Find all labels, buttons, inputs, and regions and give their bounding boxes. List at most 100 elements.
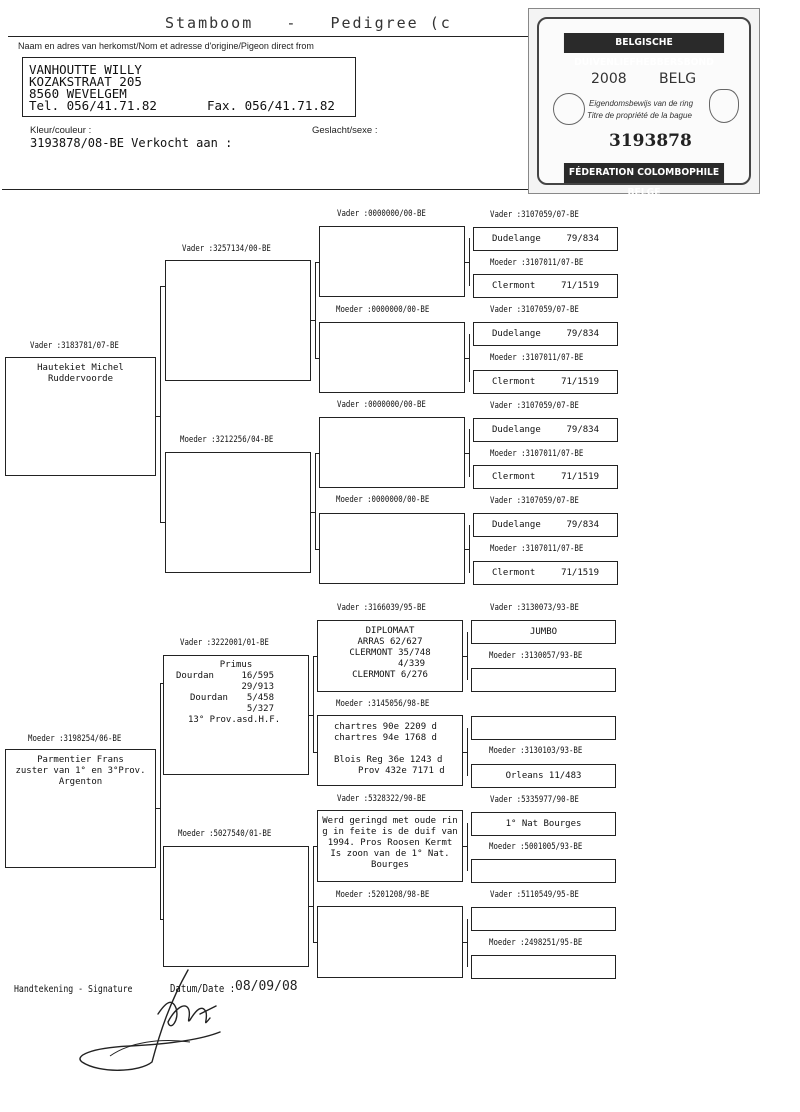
connector [313,942,317,943]
gen4-g7-moeder-box [471,859,616,883]
gen3-g7-line-1: Werd geringd met oude rin [322,816,458,826]
gen4-g8-moeder-box [471,955,616,979]
gen2-fm-label: Moeder :3212256/04-BE [180,435,274,445]
gen2-mf-result-4: 5/327 [246,704,274,714]
gen4-g5-vader-label: Vader :3130073/93-BE [490,603,579,613]
gen3-g6-label: Moeder :3145056/98-BE [336,699,430,709]
gen3-g4-box [319,513,465,584]
connector [160,683,165,684]
gen3-g3-box [319,417,465,488]
gen3-g2-label: Moeder :0000000/00-BE [336,305,430,315]
gen3-g3-label: Vader :0000000/00-BE [337,400,426,410]
origin-label: Naam en adres van herkomst/Nom et adress… [18,41,314,51]
gen1-mother-box: Parmentier Frans zuster van 1° en 3°Prov… [5,749,156,868]
gen4-g5-vader-box: JUMBO [471,620,616,644]
gen4-g5-vader-text: JUMBO [529,627,558,637]
page-title: Stamboom - Pedigree (c [165,14,452,32]
connector [465,453,469,454]
gen3-g5-line-5: CLERMONT 6/276 [352,670,428,680]
gen3-g8-label: Moeder :5201208/98-BE [336,890,430,900]
stamp-ring-number: 3193878 [609,131,692,151]
connector [313,656,317,657]
stamp-year: 2008 [591,71,627,87]
gen2-mf-title: Primus [219,660,253,670]
connector [467,632,468,680]
gen3-g2-box [319,322,465,393]
stamp-right-emblem-icon [709,89,739,123]
gen3-g1-box [319,226,465,297]
connector [313,846,317,847]
gen1-father-label: Vader :3183781/07-BE [30,341,119,351]
gen3-g7-label: Vader :5328322/90-BE [337,794,426,804]
gen3-g1-label: Vader :0000000/00-BE [337,209,426,219]
connector [311,320,315,321]
header-bottom-rule [2,189,528,190]
stamp-line-2: Titre de propriété de la bague [587,111,692,120]
gen3-g6-box: chartres 90e 2209 d chartres 94e 1768 d … [317,715,463,786]
stamp-bottom-banner: FÉDERATION COLOMBOPHILE BELGE [563,163,725,198]
connector [467,823,468,871]
gen1-mother-line-3: Argenton [58,777,103,787]
connector [309,715,313,716]
connector [465,262,469,263]
gen3-g6-line-5: Prov 432e 7171 d [358,766,445,776]
connector [469,429,470,477]
gen4-g3-vader-label: Vader :3107059/07-BE [490,401,579,411]
connector [467,728,468,776]
gen3-g8-box [317,906,463,978]
gen3-g6-line-4: Blois Reg 36e 1243 d [334,755,443,765]
gen3-g4-label: Moeder :0000000/00-BE [336,495,430,505]
signature-label: Handtekening - Signature [14,984,133,995]
connector [160,286,165,287]
header-rule [8,36,528,37]
date-label: Datum/Date : [170,982,236,995]
gen3-g7-line-2: g in feite is de duif van [322,827,458,837]
gen3-g5-line-1: DIPLOMAAT [365,626,415,636]
connector [313,846,314,942]
connector [469,525,470,573]
gen2-mm-box [163,846,309,967]
gen1-father-box: Hautekiet Michel Ruddervoorde [5,357,156,476]
connector [313,656,314,752]
gen3-g6-line-3 [318,744,462,755]
gen2-fm-box [165,452,311,573]
gen2-mf-note: 13° Prov.asd.H.F. [188,715,281,725]
gen4-g3-moeder-label: Moeder :3107011/07-BE [490,449,584,459]
connector [311,512,315,513]
gen1-father-line-1: Hautekiet Michel [37,363,124,373]
gen3-g5-line-2: ARRAS 62/627 [357,637,423,647]
owner-tel: Tel. 056/41.71.82 [29,98,157,113]
connector [160,683,161,919]
gen3-g5-line-4: 4/339 [398,659,426,669]
connector [465,358,469,359]
gen4-g5-moeder-label: Moeder :3130057/93-BE [489,651,583,661]
gen2-ff-box [165,260,311,381]
gen1-mother-label: Moeder :3198254/06-BE [28,734,122,744]
sex-label: Geslacht/sexe : [312,125,378,136]
connector [160,919,165,920]
gen3-g6-line-1: chartres 90e 2209 d [334,722,437,732]
connector [469,238,470,286]
connector [463,752,467,753]
gen4-g6-moeder-box: Orleans 11/483 [471,764,616,788]
stamp-top-banner: BELGISCHE DUIVENLIEFHEBBERSBOND [563,33,725,68]
gen3-g7-line-5: Bourges [371,860,409,870]
connector [315,453,319,454]
owner-fax: Fax. 056/41.71.82 [207,98,335,113]
connector [160,286,161,522]
connector [315,453,316,549]
gen2-ff-label: Vader :3257134/00-BE [182,244,271,254]
gen4-g4-moeder-label: Moeder :3107011/07-BE [490,544,584,554]
gen2-mf-label: Vader :3222001/01-BE [180,638,269,648]
gen4-g7-vader-label: Vader :5335977/90-BE [490,795,579,805]
